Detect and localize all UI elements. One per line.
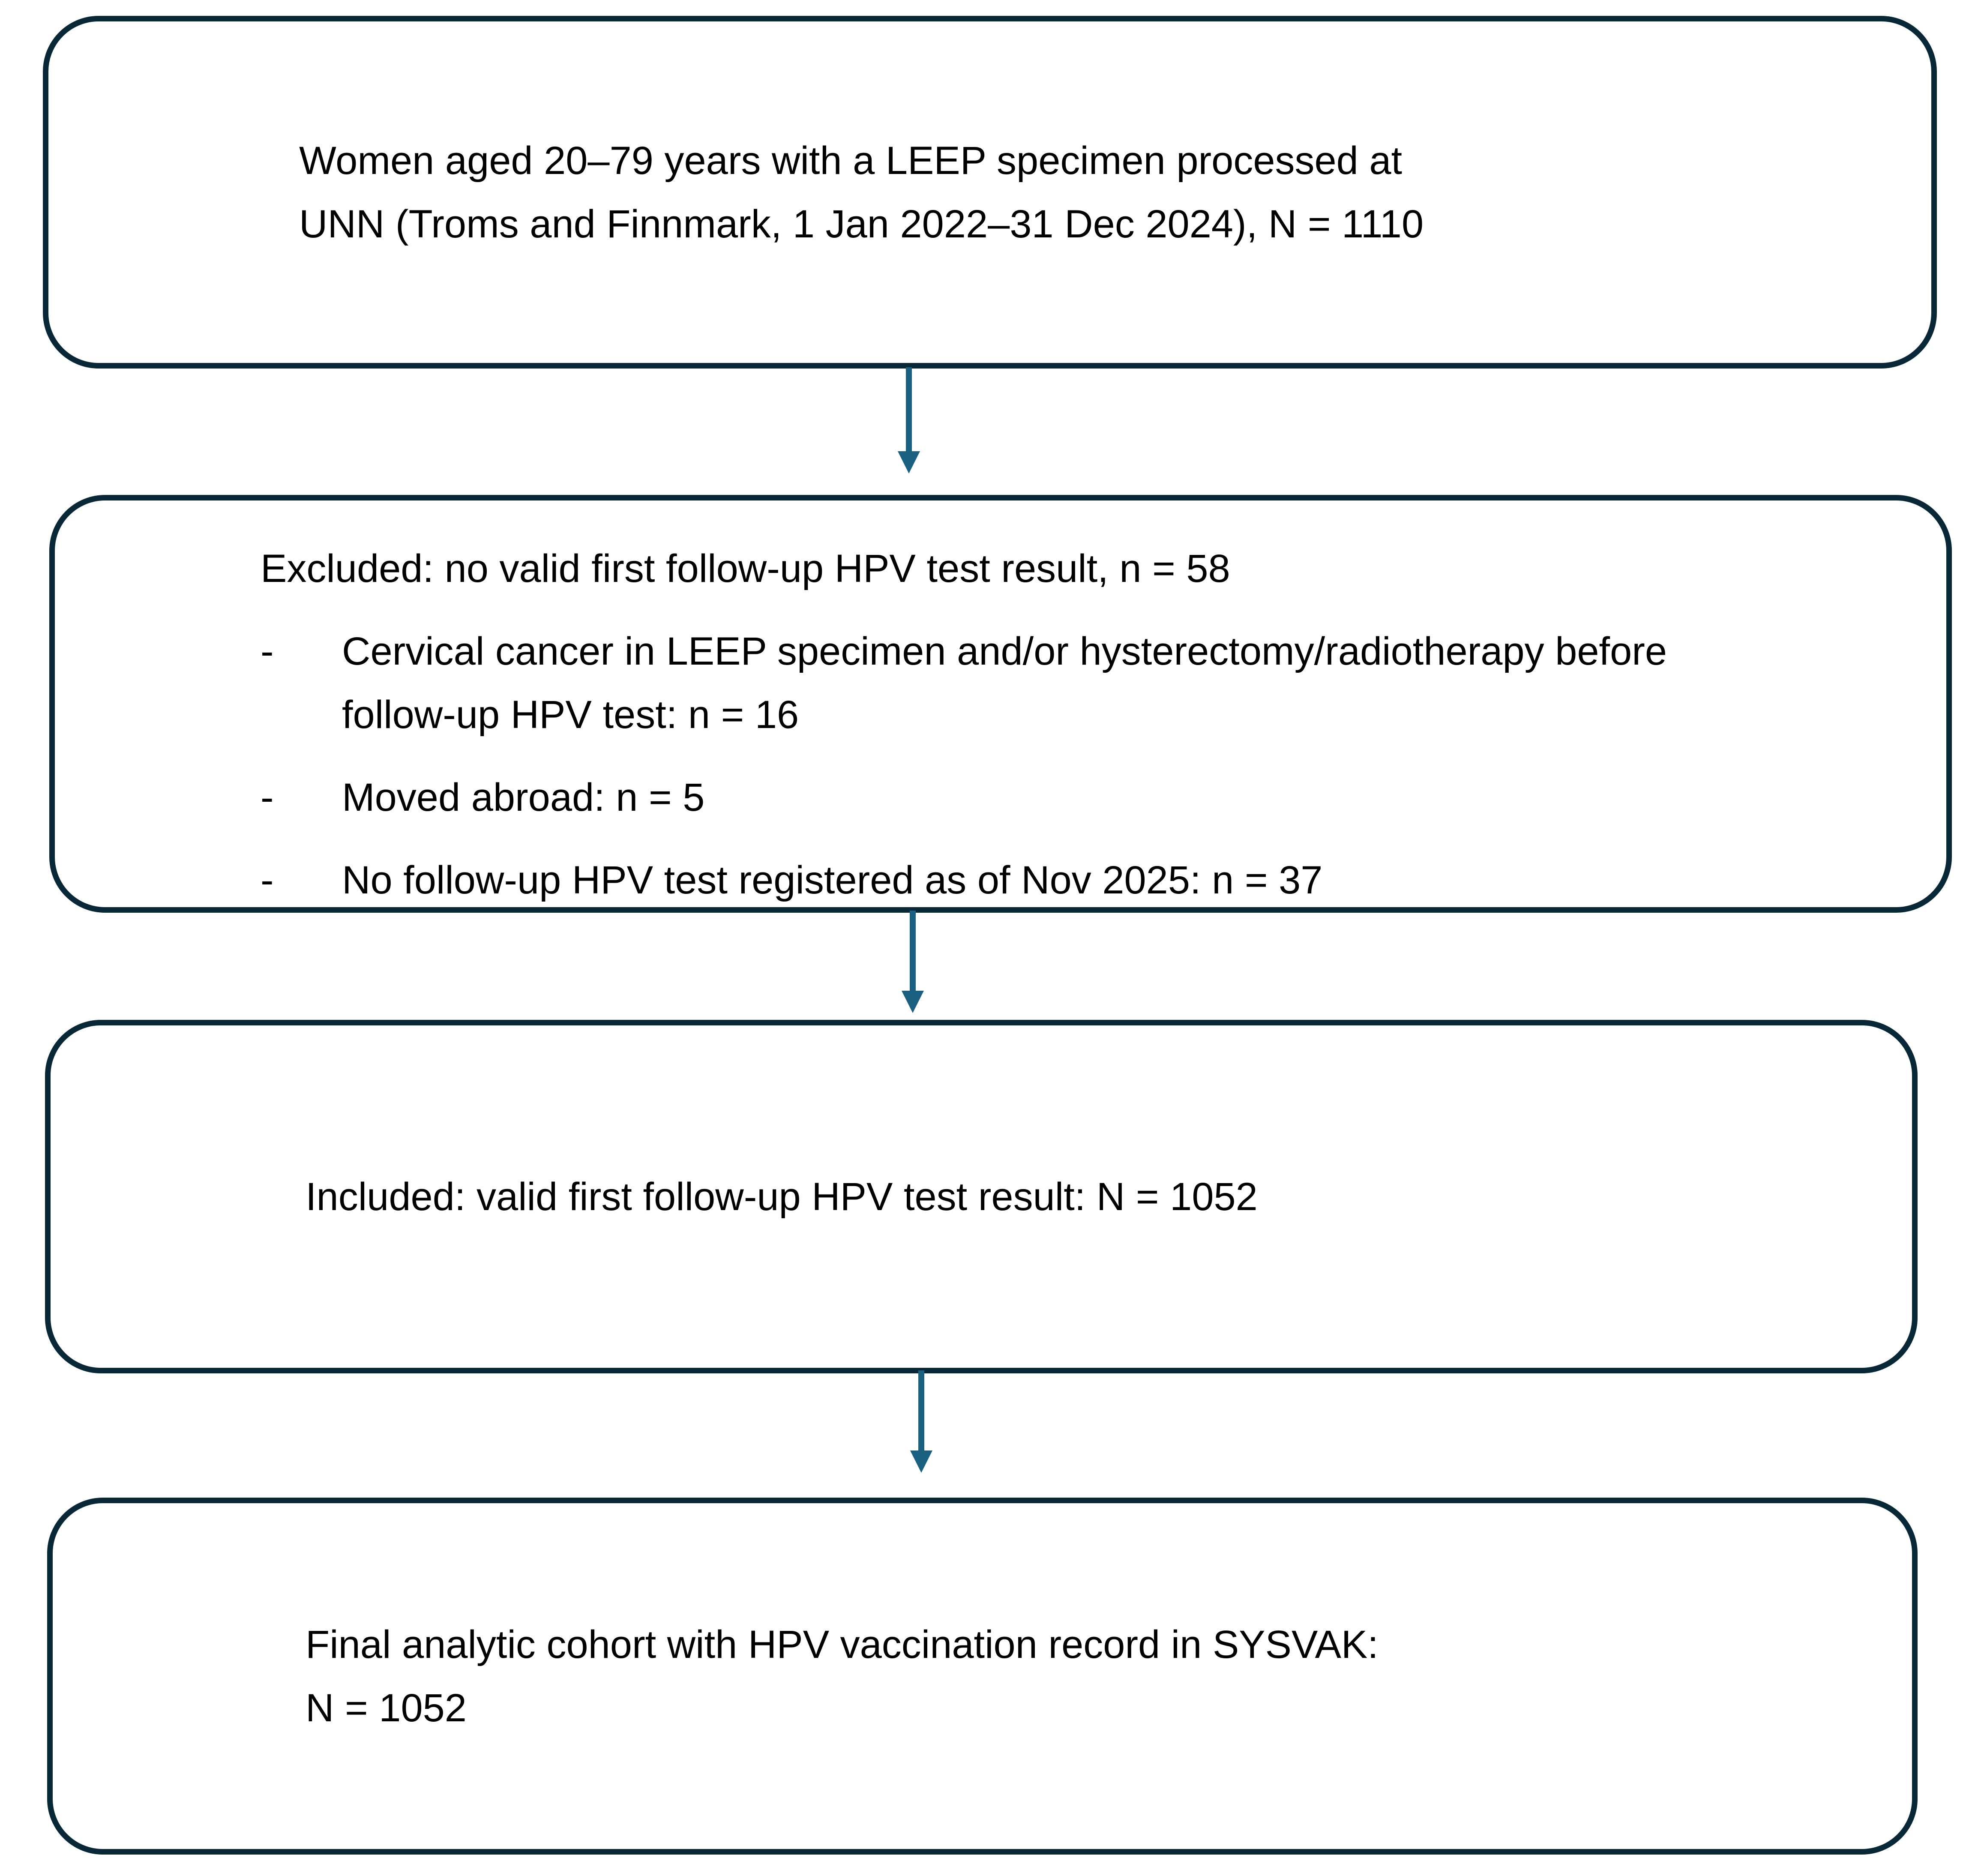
box-final-cohort: Final analytic cohort with HPV vaccinati… xyxy=(47,1498,1918,1855)
excluded-bullet-3: - No follow-up HPV test registered as of… xyxy=(261,848,1869,912)
box-included: Included: valid first follow-up HPV test… xyxy=(45,1020,1918,1373)
excluded-bullet-1: - Cervical cancer in LEEP specimen and/o… xyxy=(261,620,1869,746)
excluded-bullet-2-text: Moved abroad: n = 5 xyxy=(342,776,705,819)
arrow-shaft xyxy=(910,911,916,991)
excluded-bullet-1-text: Cervical cancer in LEEP specimen and/or … xyxy=(342,629,1667,737)
included-text: Included: valid first follow-up HPV test… xyxy=(306,1175,1258,1219)
source-population-line-2: UNN (Troms and Finnmark, 1 Jan 2022–31 D… xyxy=(299,202,1424,246)
final-cohort-line-2: N = 1052 xyxy=(306,1686,467,1730)
arrow-shaft xyxy=(918,1370,924,1450)
arrowhead-down-icon xyxy=(902,991,924,1013)
source-population-line-1: Women aged 20–79 years with a LEEP speci… xyxy=(299,138,1403,183)
arrowhead-down-icon xyxy=(898,451,920,473)
excluded-bullet-3-text: No follow-up HPV test registered as of N… xyxy=(342,858,1323,902)
arrowhead-down-icon xyxy=(910,1450,932,1473)
box-source-population: Women aged 20–79 years with a LEEP speci… xyxy=(43,16,1937,369)
excluded-bullet-2: - Moved abroad: n = 5 xyxy=(261,766,1869,829)
bullet-dash: - xyxy=(261,629,274,673)
excluded-intro: Excluded: no valid first follow-up HPV t… xyxy=(261,547,1230,590)
final-cohort-line-1: Final analytic cohort with HPV vaccinati… xyxy=(306,1622,1379,1666)
arrow-shaft xyxy=(906,367,912,451)
bullet-dash: - xyxy=(261,776,274,819)
bullet-dash: - xyxy=(261,858,274,902)
box-excluded: Excluded: no valid first follow-up HPV t… xyxy=(49,495,1952,913)
